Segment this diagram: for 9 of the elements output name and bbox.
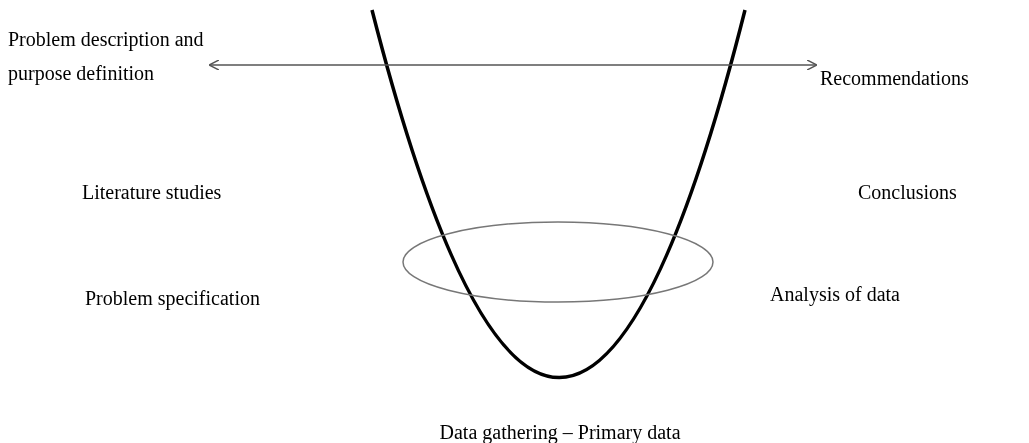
step-label: Analysis of data (770, 282, 900, 308)
ellipse-outline (402, 221, 714, 303)
double-arrow (208, 59, 818, 71)
step-label: Data gathering – Primary data (439, 420, 681, 443)
step-label: Recommendations (820, 61, 969, 95)
step-label: Problem specification (85, 286, 260, 312)
step-label: Literature studies (82, 180, 222, 205)
step-label: Problem description and purpose definition (8, 22, 206, 90)
step-label: Conclusions (858, 180, 957, 205)
